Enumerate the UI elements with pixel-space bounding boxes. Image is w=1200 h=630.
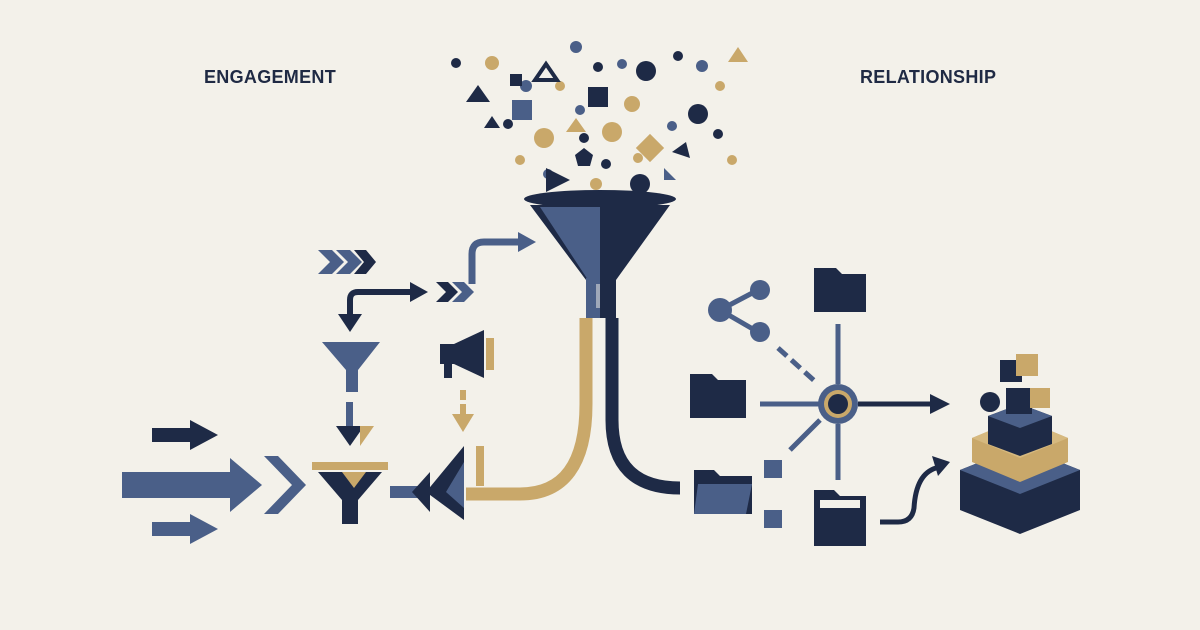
right-flow bbox=[690, 268, 1080, 546]
small-funnel-icon bbox=[322, 342, 380, 392]
engagement-label: ENGAGEMENT bbox=[204, 67, 337, 87]
left-flow bbox=[122, 250, 494, 544]
relationship-label: RELATIONSHIP bbox=[860, 67, 997, 87]
hub-icon bbox=[760, 324, 950, 480]
scattered-shapes bbox=[451, 41, 748, 194]
folder-icon bbox=[690, 268, 866, 546]
chevron-icon bbox=[318, 250, 344, 274]
stacked-blocks-icon bbox=[960, 354, 1080, 534]
megaphone-icon bbox=[440, 330, 494, 378]
main-funnel bbox=[466, 190, 681, 501]
arrow-icon bbox=[122, 420, 306, 544]
share-icon bbox=[708, 280, 770, 342]
